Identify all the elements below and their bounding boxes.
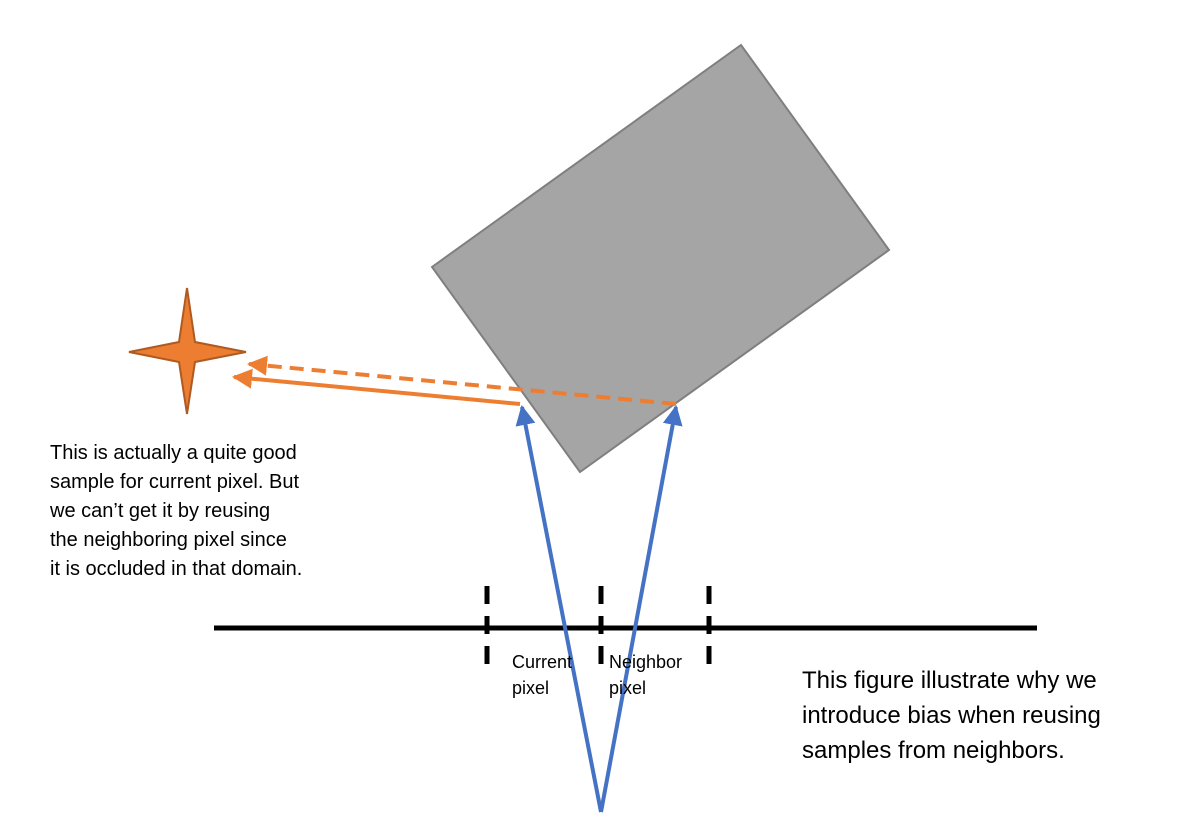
shadow-ray-neighbor-pixel-dashed [247, 355, 677, 406]
neighbor-pixel-label: Neighbor pixel [609, 652, 687, 698]
light-source-star-icon [128, 287, 247, 415]
annotation-line: the neighboring pixel since [50, 529, 287, 551]
caption-line: samples from neighbors. [802, 737, 1065, 764]
figure-caption: This figure illustrate why we introduce … [802, 667, 1108, 764]
annotation-line: sample for current pixel. But [50, 471, 299, 493]
occluder-box [430, 43, 891, 474]
current-pixel-label: Current pixel [512, 652, 577, 698]
neighbor-pixel-label-line: Neighbor [609, 652, 682, 672]
shadow-ray-current-pixel [232, 368, 521, 406]
caption-line: This figure illustrate why we [802, 667, 1097, 694]
camera-ray-current-pixel [515, 405, 603, 813]
annotation-line: we can’t get it by reusing [49, 500, 270, 522]
annotation-line: This is actually a quite good [50, 442, 297, 464]
current-pixel-label-line: pixel [512, 678, 549, 698]
annotation-line: it is occluded in that domain. [50, 558, 302, 580]
camera-ray-neighbor-pixel [599, 405, 683, 813]
caption-line: introduce bias when reusing [802, 702, 1101, 729]
sample-annotation: This is actually a quite good sample for… [49, 442, 305, 580]
current-pixel-label-line: Current [512, 652, 572, 672]
neighbor-pixel-label-line: pixel [609, 678, 646, 698]
